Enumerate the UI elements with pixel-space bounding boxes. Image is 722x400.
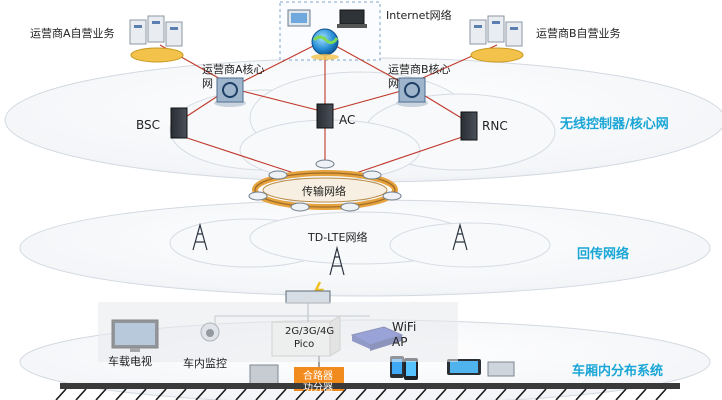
server-group-a bbox=[129, 15, 184, 63]
operator-a-core-label-2: 网 bbox=[202, 77, 213, 90]
rail-track bbox=[60, 383, 680, 389]
bsc-server bbox=[170, 107, 188, 139]
internet-devices bbox=[287, 9, 367, 28]
vehicle-tv-label: 车载电视 bbox=[108, 355, 152, 368]
link-lines bbox=[159, 39, 498, 176]
operator-a-core-label: 运营商A核心 bbox=[202, 63, 265, 76]
tower-icon bbox=[329, 245, 345, 276]
server-group-b bbox=[469, 15, 524, 63]
equipment-box bbox=[249, 364, 279, 386]
ac-server bbox=[316, 103, 334, 129]
combiner-label: 合路器 bbox=[303, 371, 333, 382]
router-device bbox=[285, 290, 331, 304]
core-cloud bbox=[169, 71, 556, 181]
in-car-monitor-label: 车内监控 bbox=[183, 357, 227, 370]
operator-b-service-label: 运营商B自营业务 bbox=[536, 27, 621, 40]
backhaul-cloud bbox=[169, 211, 551, 268]
core-layer-label: 无线控制器/核心网 bbox=[560, 117, 669, 132]
operator-b-core-label: 运营商B核心 bbox=[388, 63, 451, 76]
rnc-label: RNC bbox=[482, 119, 508, 133]
splitter-label: 功分器 bbox=[303, 383, 333, 394]
tower-icon bbox=[452, 222, 468, 251]
internet-label: Internet网络 bbox=[386, 9, 452, 22]
operator-a-service-label: 运营商A自营业务 bbox=[30, 27, 115, 40]
tower-icon bbox=[192, 222, 208, 251]
wifi-label-2: AP bbox=[392, 335, 408, 349]
pico-label-2: Pico bbox=[294, 339, 315, 350]
operator-b-core-label-2: 网 bbox=[388, 77, 399, 90]
in-car-layer-label: 车厢内分布系统 bbox=[572, 364, 664, 379]
backhaul-layer-label: 回传网络 bbox=[577, 247, 630, 262]
wifi-label: WiFi bbox=[392, 320, 417, 334]
core-switch-b bbox=[396, 77, 428, 107]
transport-ring bbox=[248, 159, 402, 212]
core-switch-a bbox=[214, 77, 246, 107]
rnc-server bbox=[460, 111, 478, 141]
tdlte-label: TD-LTE网络 bbox=[308, 231, 368, 244]
ac-label: AC bbox=[339, 113, 356, 127]
bsc-label: BSC bbox=[136, 118, 161, 132]
pico-label: 2G/3G/4G bbox=[285, 326, 335, 337]
combiner-box bbox=[294, 367, 344, 379]
laptop-icon bbox=[487, 361, 515, 377]
train-car-interior bbox=[98, 302, 458, 362]
transport-label: 传输网络 bbox=[302, 185, 346, 198]
